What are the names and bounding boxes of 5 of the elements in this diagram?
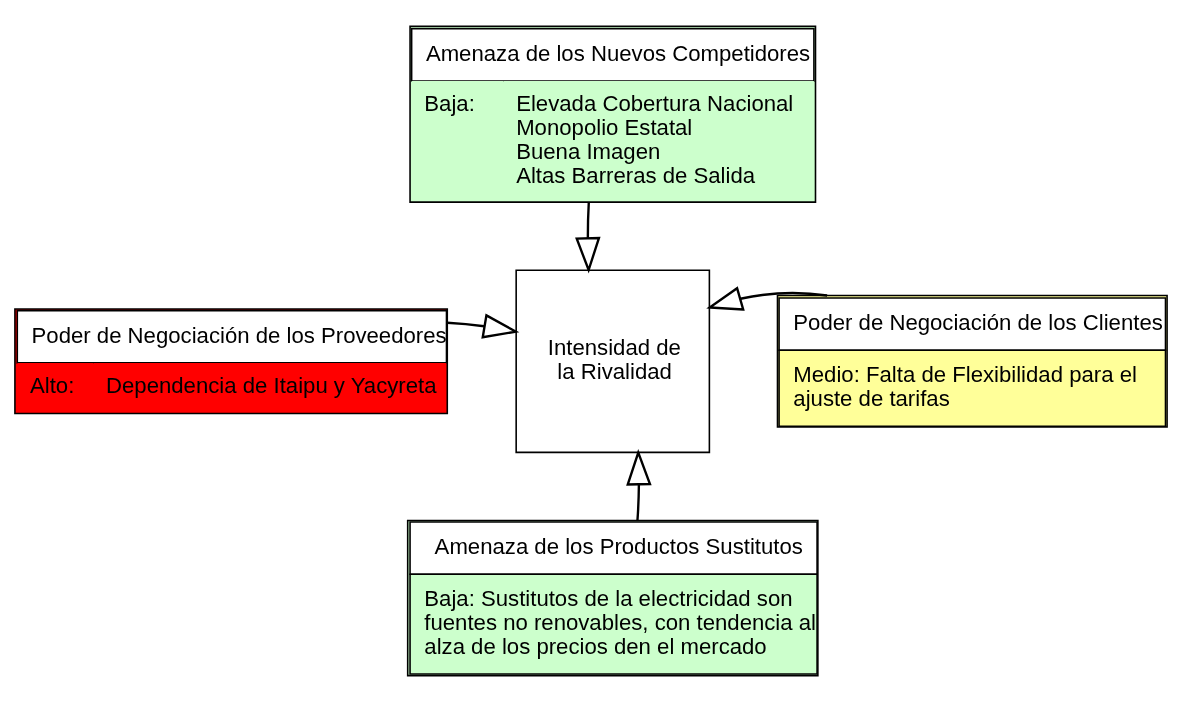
- arrow: [626, 448, 652, 520]
- arrow: [575, 201, 601, 274]
- arrow: [447, 313, 520, 339]
- node-box: Intensidad de la Rivalidad: [515, 268, 711, 453]
- arrow: [706, 285, 828, 311]
